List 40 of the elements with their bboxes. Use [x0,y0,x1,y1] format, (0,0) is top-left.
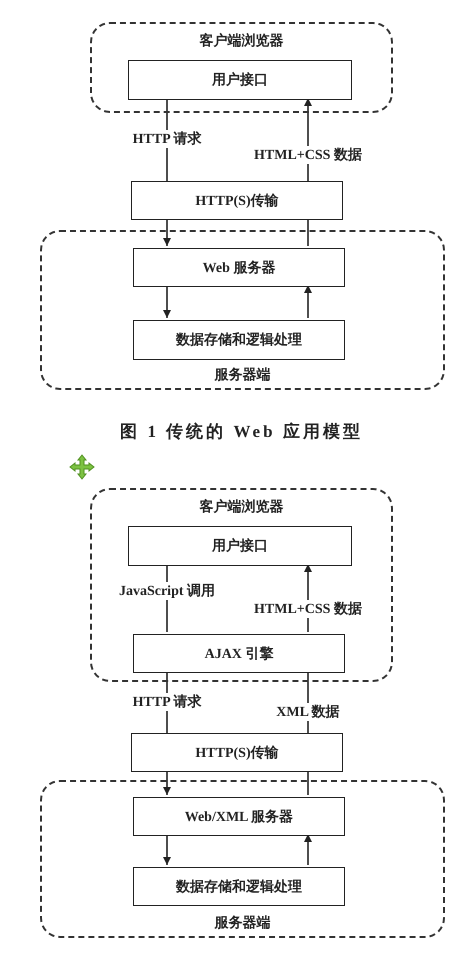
box-label: 数据存储和逻辑处理 [176,331,302,349]
process-box [128,60,352,100]
region-title: 服务器端 [214,366,270,384]
figure-caption: 图 1 传统的 Web 应用模型 [119,421,364,443]
edge-label: HTTP 请求 [130,130,204,148]
arrow [304,285,312,318]
dashed-region [90,488,393,682]
region-title: 客户端浏览器 [200,498,284,516]
box-label: Web/XML 服务器 [184,808,294,826]
box-label: 用户接口 [212,71,268,89]
box-label: 用户接口 [212,537,268,555]
process-box [133,797,345,836]
dashed-region [90,22,393,113]
process-box [133,320,345,360]
process-box [131,181,343,220]
connector-line [307,220,309,246]
edge-label: HTML+CSS 数据 [252,600,364,618]
connector-line [307,772,309,795]
process-box [133,248,345,287]
box-label: 数据存储和逻辑处理 [176,878,302,896]
process-box [128,526,352,566]
arrow [163,834,171,865]
box-label: HTTP(S)传输 [195,744,279,762]
arrow [163,285,171,318]
edge-label: HTML+CSS 数据 [252,146,364,164]
box-label: AJAX 引擎 [204,645,274,662]
arrow [163,220,171,246]
box-label: Web 服务器 [202,259,276,276]
process-box [133,634,345,673]
arrow [304,834,312,865]
dashed-region [40,780,445,938]
arrow [163,772,171,795]
edge-label: HTTP 请求 [130,693,204,711]
dashed-region [40,230,445,390]
region-title: 客户端浏览器 [200,32,284,50]
box-label: HTTP(S)传输 [195,192,279,210]
process-box [131,733,343,772]
process-box [133,867,345,906]
region-title: 服务器端 [214,914,270,932]
edge-label: XML 数据 [274,703,342,721]
